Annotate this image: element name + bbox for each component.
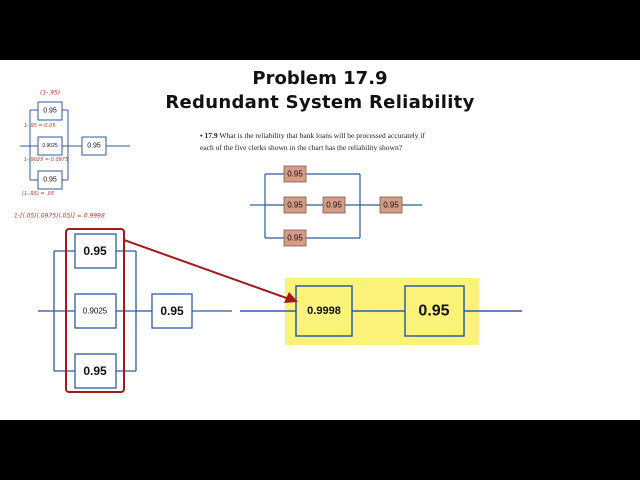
small-box-series: 0.95 <box>87 143 101 150</box>
textbook-box-bottom: 0.95 <box>287 234 303 243</box>
textbook-boxes <box>283 165 403 247</box>
slide-subtitle: Redundant System Reliability <box>165 92 475 113</box>
problem-bullet: • <box>200 131 203 140</box>
big-box-series: 0.95 <box>160 304 184 318</box>
problem-text: • 17.9 What is the reliability that bank… <box>200 130 440 154</box>
textbook-box-series: 0.95 <box>383 201 399 210</box>
small-box-2: 0.9025 <box>42 143 58 149</box>
diagram-canvas: 0.95 0.9025 0.95 0.95 (1-.95) 1-.95 = 0.… <box>14 90 522 393</box>
slide-title: Problem 17.9 <box>252 68 388 89</box>
note-1: 1-.95 = 0.05 <box>24 123 55 129</box>
big-box-1: 0.95 <box>83 244 107 258</box>
textbook-diagram <box>250 173 422 239</box>
note-top: (1-.95) <box>40 90 60 97</box>
big-diagram <box>38 233 232 389</box>
big-box-3: 0.95 <box>83 364 107 378</box>
result-box-series: 0.95 <box>418 303 449 320</box>
result-diagram <box>240 285 522 337</box>
textbook-box-mid-2: 0.95 <box>326 201 342 210</box>
problem-question: What is the reliability that bank loans … <box>200 131 425 152</box>
note-2: 1-.9025 = 0.0975 <box>24 157 68 163</box>
result-box-combined: 0.9998 <box>307 305 341 317</box>
slide: Problem 17.9 Redundant System Reliabilit… <box>0 60 640 420</box>
small-box-1: 0.95 <box>43 108 57 115</box>
combine-arrow <box>123 239 298 303</box>
note-3: (1-.95) = .05 <box>22 191 54 197</box>
textbook-box-top: 0.95 <box>287 170 303 179</box>
textbook-box-mid-1: 0.95 <box>287 201 303 210</box>
note-result: 1-[(.05)(.0975)(.05)] = 0.9998 <box>14 213 105 220</box>
small-diagram <box>20 101 130 190</box>
big-box-2: 0.9025 <box>83 307 108 316</box>
problem-number: 17.9 <box>204 131 218 140</box>
small-box-3: 0.95 <box>43 177 57 184</box>
parallel-highlight <box>65 228 125 393</box>
